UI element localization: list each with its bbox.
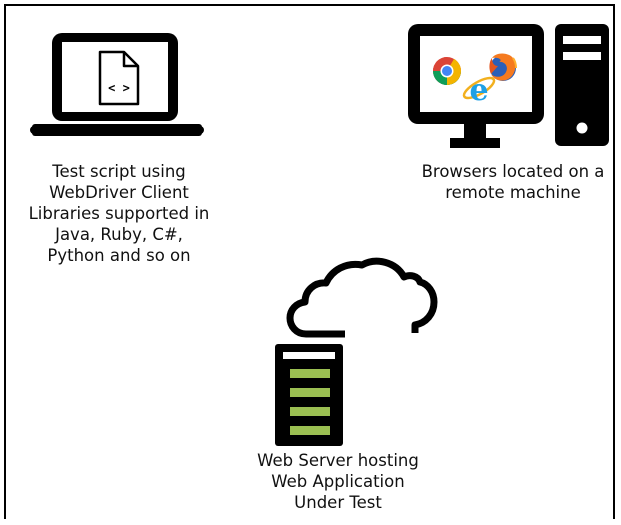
server-label: Web Server hosting Web Application Under…	[228, 450, 448, 513]
internet-explorer-icon: e	[462, 73, 496, 108]
browsers-label-line: Browsers located on a	[421, 162, 605, 181]
client-label-line: Python and so on	[47, 246, 191, 265]
browsers-label-line: remote machine	[445, 183, 581, 202]
firefox-icon	[489, 53, 517, 81]
server-label-line: Web Application	[271, 472, 405, 491]
client-label-line: Test script using	[52, 162, 186, 181]
script-file-icon: < >	[98, 50, 140, 106]
client-label-line: Libraries supported in	[28, 204, 210, 223]
client-label: Test script using WebDriver Client Libra…	[4, 161, 234, 266]
diagram-frame	[4, 4, 615, 519]
server-icon	[275, 344, 343, 446]
cloud-icon	[286, 257, 438, 338]
code-glyph: < >	[108, 81, 130, 95]
client-label-line: Java, Ruby, C#,	[55, 225, 183, 244]
svg-text:e: e	[469, 73, 488, 108]
browsers-label: Browsers located on a remote machine	[408, 161, 618, 203]
desktop-computer-icon	[408, 24, 609, 148]
chrome-icon	[433, 57, 461, 85]
server-label-line: Web Server hosting	[257, 451, 419, 470]
client-label-line: WebDriver Client	[49, 183, 189, 202]
server-label-line: Under Test	[294, 493, 382, 512]
